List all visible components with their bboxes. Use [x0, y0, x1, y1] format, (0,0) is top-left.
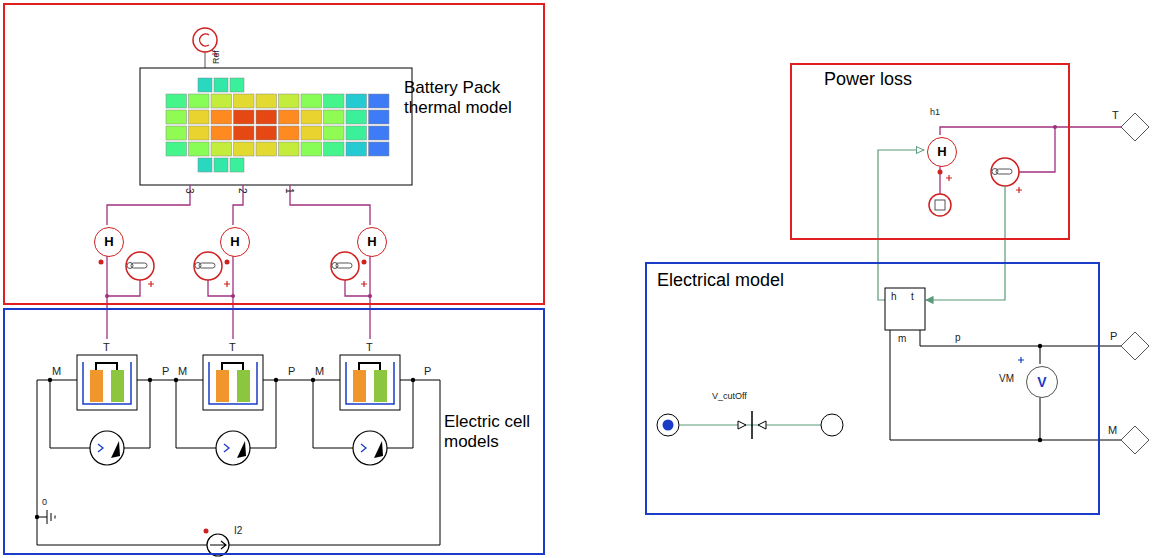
- component-name: VM: [999, 374, 1014, 384]
- temperature-sensors: [99, 252, 373, 298]
- region-title: Battery Pack thermal model: [404, 78, 532, 119]
- pin-name: t: [911, 292, 914, 302]
- heat-flow-sensor: H: [220, 227, 250, 257]
- electrical-wires: [890, 330, 1121, 440]
- voltmeter: V: [1026, 366, 1058, 398]
- cutoff-symbol: [657, 411, 843, 439]
- pin-name: h: [891, 292, 897, 302]
- power-loss-region: Power lossH: [790, 63, 1070, 240]
- pin-name: P: [288, 366, 295, 377]
- cell-block: [885, 288, 925, 330]
- power-loss-wires: [940, 127, 1121, 194]
- region-title: Electrical model: [657, 270, 877, 292]
- battery-cells: [48, 355, 415, 465]
- electric-region: Electric cell models: [3, 308, 545, 555]
- pin-name: Ref: [212, 50, 221, 64]
- symbol-letter: H: [367, 234, 376, 250]
- pin-name: p: [955, 333, 961, 343]
- port-name: M: [1108, 425, 1117, 436]
- pin-name: M: [52, 366, 61, 377]
- pin-number: 1: [284, 188, 294, 194]
- symbol-letter: H: [104, 234, 113, 250]
- port-diamonds: [1121, 113, 1149, 454]
- heat-flow-sensor: H: [94, 227, 124, 257]
- component-name: h1: [930, 108, 940, 117]
- electrical-region: Electrical modelV: [645, 262, 1100, 515]
- pin-name: m: [898, 334, 906, 344]
- thermal-wires: [107, 185, 370, 339]
- pin-number: 3: [184, 188, 194, 194]
- component-name: V_cutOff: [712, 392, 747, 401]
- heat-flow-sensor: H: [357, 227, 387, 257]
- symbol-letter: H: [937, 144, 946, 160]
- symbol-letter: H: [230, 234, 239, 250]
- pin-number: 2: [237, 188, 247, 194]
- heat-source: [929, 170, 952, 217]
- pin-name: M: [178, 366, 187, 377]
- ground-symbol: [35, 510, 55, 524]
- heat-flow-sensor: H: [927, 137, 957, 167]
- component-name: I2: [234, 526, 242, 536]
- symbol-letter: V: [1037, 374, 1046, 391]
- pin-name: T: [103, 342, 110, 353]
- signal-wires: [878, 150, 1005, 300]
- pin-name: T: [366, 342, 373, 353]
- pin-name: P: [424, 366, 431, 377]
- region-title: Power loss: [824, 69, 1024, 91]
- pin-name: P: [162, 366, 169, 377]
- temperature-sensor: [991, 158, 1022, 193]
- current-source: [204, 529, 230, 557]
- thermal-region: Battery Pack thermal modelH H H: [3, 3, 545, 305]
- node-number: 0: [42, 498, 47, 507]
- pin-name: T: [229, 342, 236, 353]
- cell-wires: [37, 380, 440, 545]
- thermal-model-block: [140, 68, 412, 185]
- region-title: Electric cell models: [444, 412, 532, 453]
- port-name: P: [1110, 331, 1117, 342]
- pin-name: M: [315, 366, 324, 377]
- port-name: T: [1112, 110, 1119, 121]
